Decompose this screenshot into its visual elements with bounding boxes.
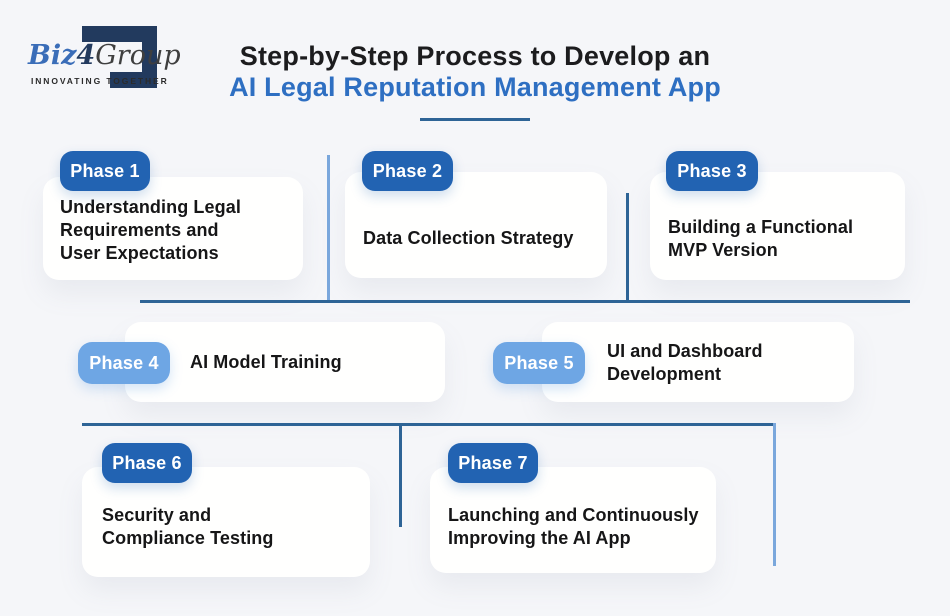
logo-bracket-icon xyxy=(82,26,157,88)
title-underline xyxy=(420,118,530,121)
phase-4-card xyxy=(125,322,445,402)
phase-6-card xyxy=(82,467,370,577)
logo-wordmark: Biz4Group xyxy=(28,42,181,69)
phase-4-label: AI Model Training xyxy=(190,352,342,372)
phase-4-badge: Phase 4 xyxy=(78,342,170,384)
biz4group-logo: Biz4Group INNOVATING TOGETHER xyxy=(24,18,194,104)
title-line-1: Step-by-Step Process to Develop an xyxy=(239,41,711,71)
logo-word-group: Group xyxy=(95,40,181,71)
title-line-2: AI Legal Reputation Management App xyxy=(229,72,721,102)
phase-1-badge: Phase 1 xyxy=(60,151,150,191)
phase-5-badge: Phase 5 xyxy=(493,342,585,384)
phase-7-card xyxy=(430,467,716,573)
connector-vertical-phase1-phase2 xyxy=(327,155,330,302)
phase-5-label: UI and Dashboard Development xyxy=(607,341,763,384)
logo-word-four: 4 xyxy=(76,40,96,71)
phase-3-label: Building a Functional MVP Version xyxy=(668,217,854,260)
phase-6-badge: Phase 6 xyxy=(102,443,192,483)
phase-2-badge: Phase 2 xyxy=(362,151,453,191)
connector-horizontal-row1 xyxy=(140,300,910,303)
logo-word-biz: Biz xyxy=(28,40,77,71)
logo-tagline: INNOVATING TOGETHER xyxy=(31,76,169,86)
phase-2-label: Data Collection Strategy xyxy=(363,228,574,248)
connector-horizontal-row3 xyxy=(82,423,775,426)
phase-1-card xyxy=(43,177,303,280)
phase-6-label: Security and Compliance Testing xyxy=(102,505,274,548)
phase-7-badge: Phase 7 xyxy=(448,443,538,483)
connector-vertical-row3-right xyxy=(773,423,776,566)
infographic-title: Step-by-Step Process to Develop an AI Le… xyxy=(0,41,950,103)
phase-3-badge: Phase 3 xyxy=(666,151,758,191)
connector-vertical-phase2-phase3 xyxy=(626,193,629,302)
phase-7-label: Launching and Continuously Improving the… xyxy=(448,505,699,548)
phase-1-label: Understanding Legal Requirements and Use… xyxy=(60,197,241,263)
connector-vertical-phase6-phase7 xyxy=(399,423,402,527)
phase-5-card xyxy=(542,322,854,402)
